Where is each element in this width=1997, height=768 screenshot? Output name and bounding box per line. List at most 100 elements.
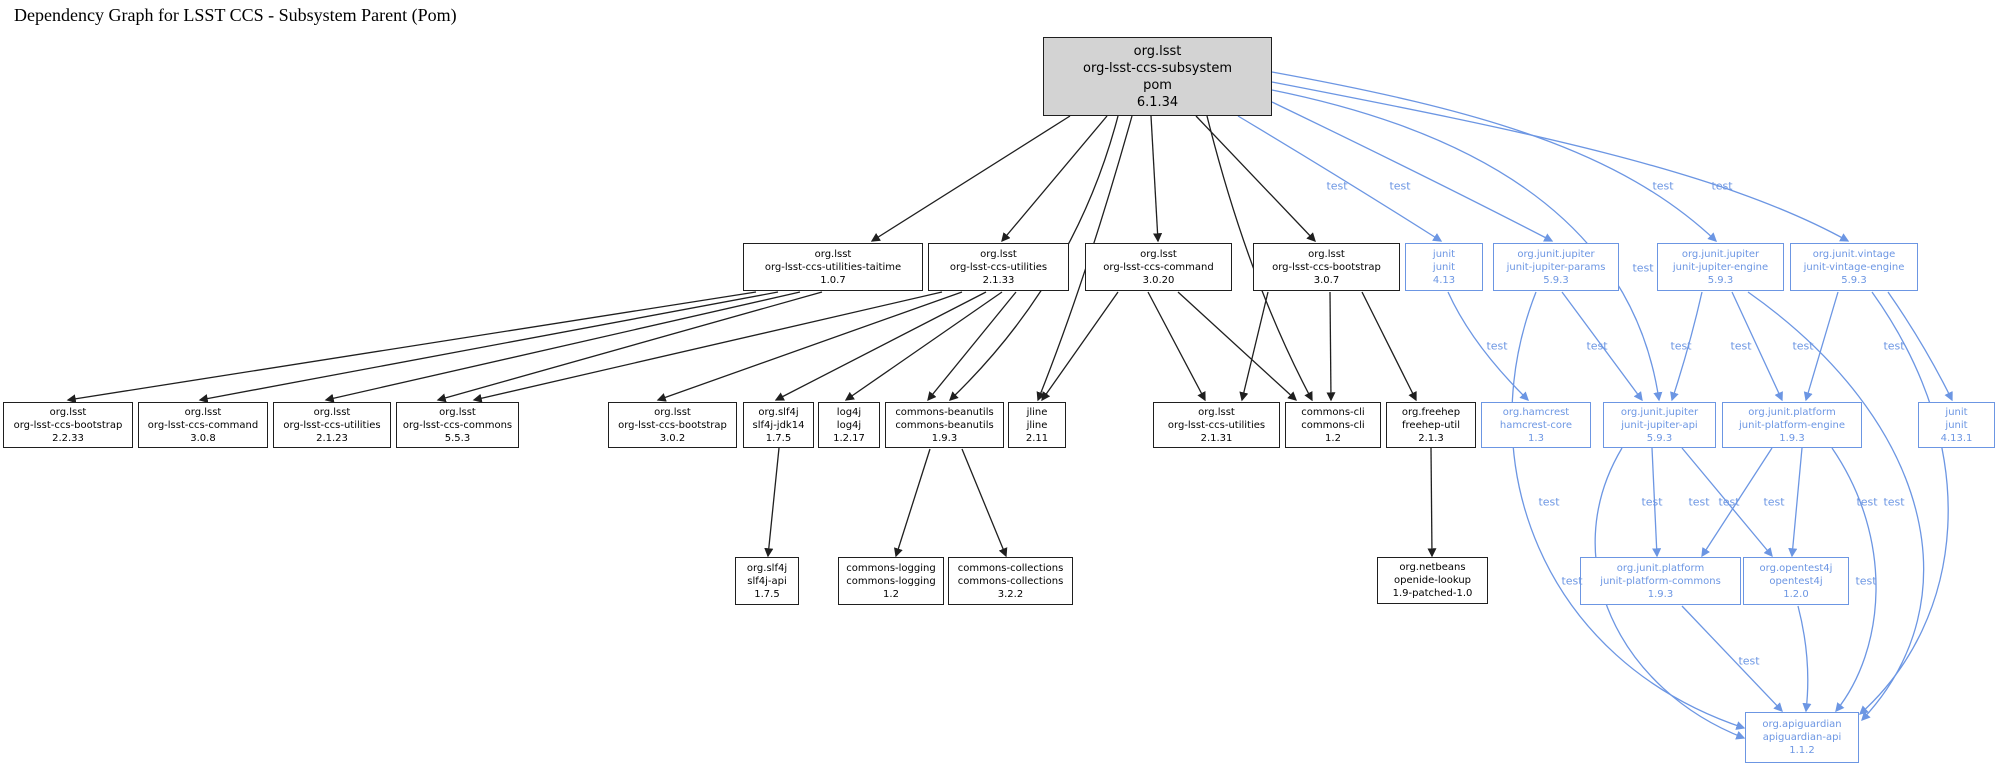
dependency-edge [1041,291,1119,402]
node-label-line: org.lsst [1198,406,1235,418]
dependency-edge [1361,291,1417,402]
dependency-edge [1195,115,1316,242]
node-label-line: junit-platform-commons [1600,575,1721,587]
node-label-line: 3.0.2 [659,432,686,444]
dependency-edge [774,291,987,401]
edge-scope-label: test [1718,495,1740,509]
node-label-line: junit [1945,419,1968,431]
node-label-line: openide-lookup [1393,575,1472,586]
node-label-line: org.opentest4j [1759,562,1833,574]
node-label-line: junit-jupiter-api [1621,419,1698,431]
node-label-line: org.lsst [654,406,691,418]
node-label-line: org-lsst-ccs-utilities [1167,419,1266,431]
node-label-line: 1.9-patched-1.0 [1392,588,1473,599]
node-label-line: freehep-util [1402,419,1460,431]
node-label-line: org.hamcrest [1502,406,1570,418]
node-label-line: org.junit.jupiter [1517,248,1595,260]
node-label-line: 5.9.3 [1646,432,1673,444]
node-label-line: apiguardian-api [1762,732,1842,743]
node-label-line: 5.9.3 [1707,274,1734,286]
node-label-line: org.junit.jupiter [1681,248,1760,260]
edge-scope-label: test [1652,179,1674,193]
node-label-line: org-lsst-ccs-command [147,419,259,431]
node-label-line: junit-platform-engine [1739,419,1845,431]
dependency-edge [894,448,931,558]
dependency-edge [1651,447,1662,558]
dependency-edge [1797,605,1812,713]
dependency-edge [472,291,943,403]
node-label-line: 1.9.3 [1647,588,1674,600]
dependency-edge [1326,291,1336,402]
edge-scope-label: test [1486,339,1508,353]
edge-scope-label: test [1856,495,1878,509]
node-label-line: 2.11 [1025,432,1049,444]
node-label-line: pom [1143,77,1172,93]
edge-scope-label: test [1561,574,1583,588]
node-label-line: log4j [836,406,862,418]
node-label-line: commons-collections [957,562,1064,574]
dependency-edge [1858,291,1949,715]
node-label-line: commons-cli [1301,419,1365,431]
node-label-line: 1.7.5 [754,588,780,600]
dependency-edge [1447,291,1529,401]
node-label-line: 3.0.7 [1313,274,1340,286]
node-label-line: org.lsst [184,406,222,418]
node-label-line: junit [1432,248,1456,260]
node-label-line: org.lsst [49,406,87,418]
node-label-line: 1.2.17 [833,432,865,444]
edge-scope-label: test [1641,495,1663,509]
node-label-line: org.lsst [980,248,1017,260]
dependency-edge [1271,89,1663,402]
node-label-line: org-lsst-ccs-commons [402,419,513,431]
dependency-edge [1594,447,1746,740]
node-label-line: hamcrest-core [1499,419,1573,431]
dependency-edge [1150,115,1163,243]
node-label-line: org-lsst-ccs-utilities-taitime [764,261,902,273]
dependency-edge [764,447,780,558]
edge-scope-label: test [1855,574,1877,588]
node-label-line: slf4j-api [747,575,787,587]
dependency-edge [1001,115,1108,243]
node-label-line: log4j [836,419,862,431]
node-label-line: junit [1945,406,1968,418]
node-label-line: 1.2.0 [1783,588,1809,600]
edge-scope-label: test [1738,654,1760,668]
node-label-line: 1.7.5 [765,432,792,444]
dependency-edge [1670,291,1703,402]
node-label-line: 5.9.3 [1543,274,1569,286]
dependency-edge [1271,81,1850,242]
edge-scope-label: test [1792,339,1814,353]
dependency-edge [961,448,1008,558]
dependency-edge [1271,71,1717,242]
node-label-line: jline [1026,419,1048,431]
node-label-line: 1.3 [1528,432,1544,444]
node-label-line: org.lsst [814,248,852,260]
node-label-line: 2.1.23 [316,432,348,444]
dependency-edge [1788,447,1803,558]
node-label-line: 6.1.34 [1136,94,1179,110]
node-label-line: org.lsst [1308,248,1345,260]
dependency-edge [927,291,1017,402]
dependency-edge [844,291,1003,401]
dependency-edge [1239,291,1269,402]
dependency-edge [198,291,779,404]
